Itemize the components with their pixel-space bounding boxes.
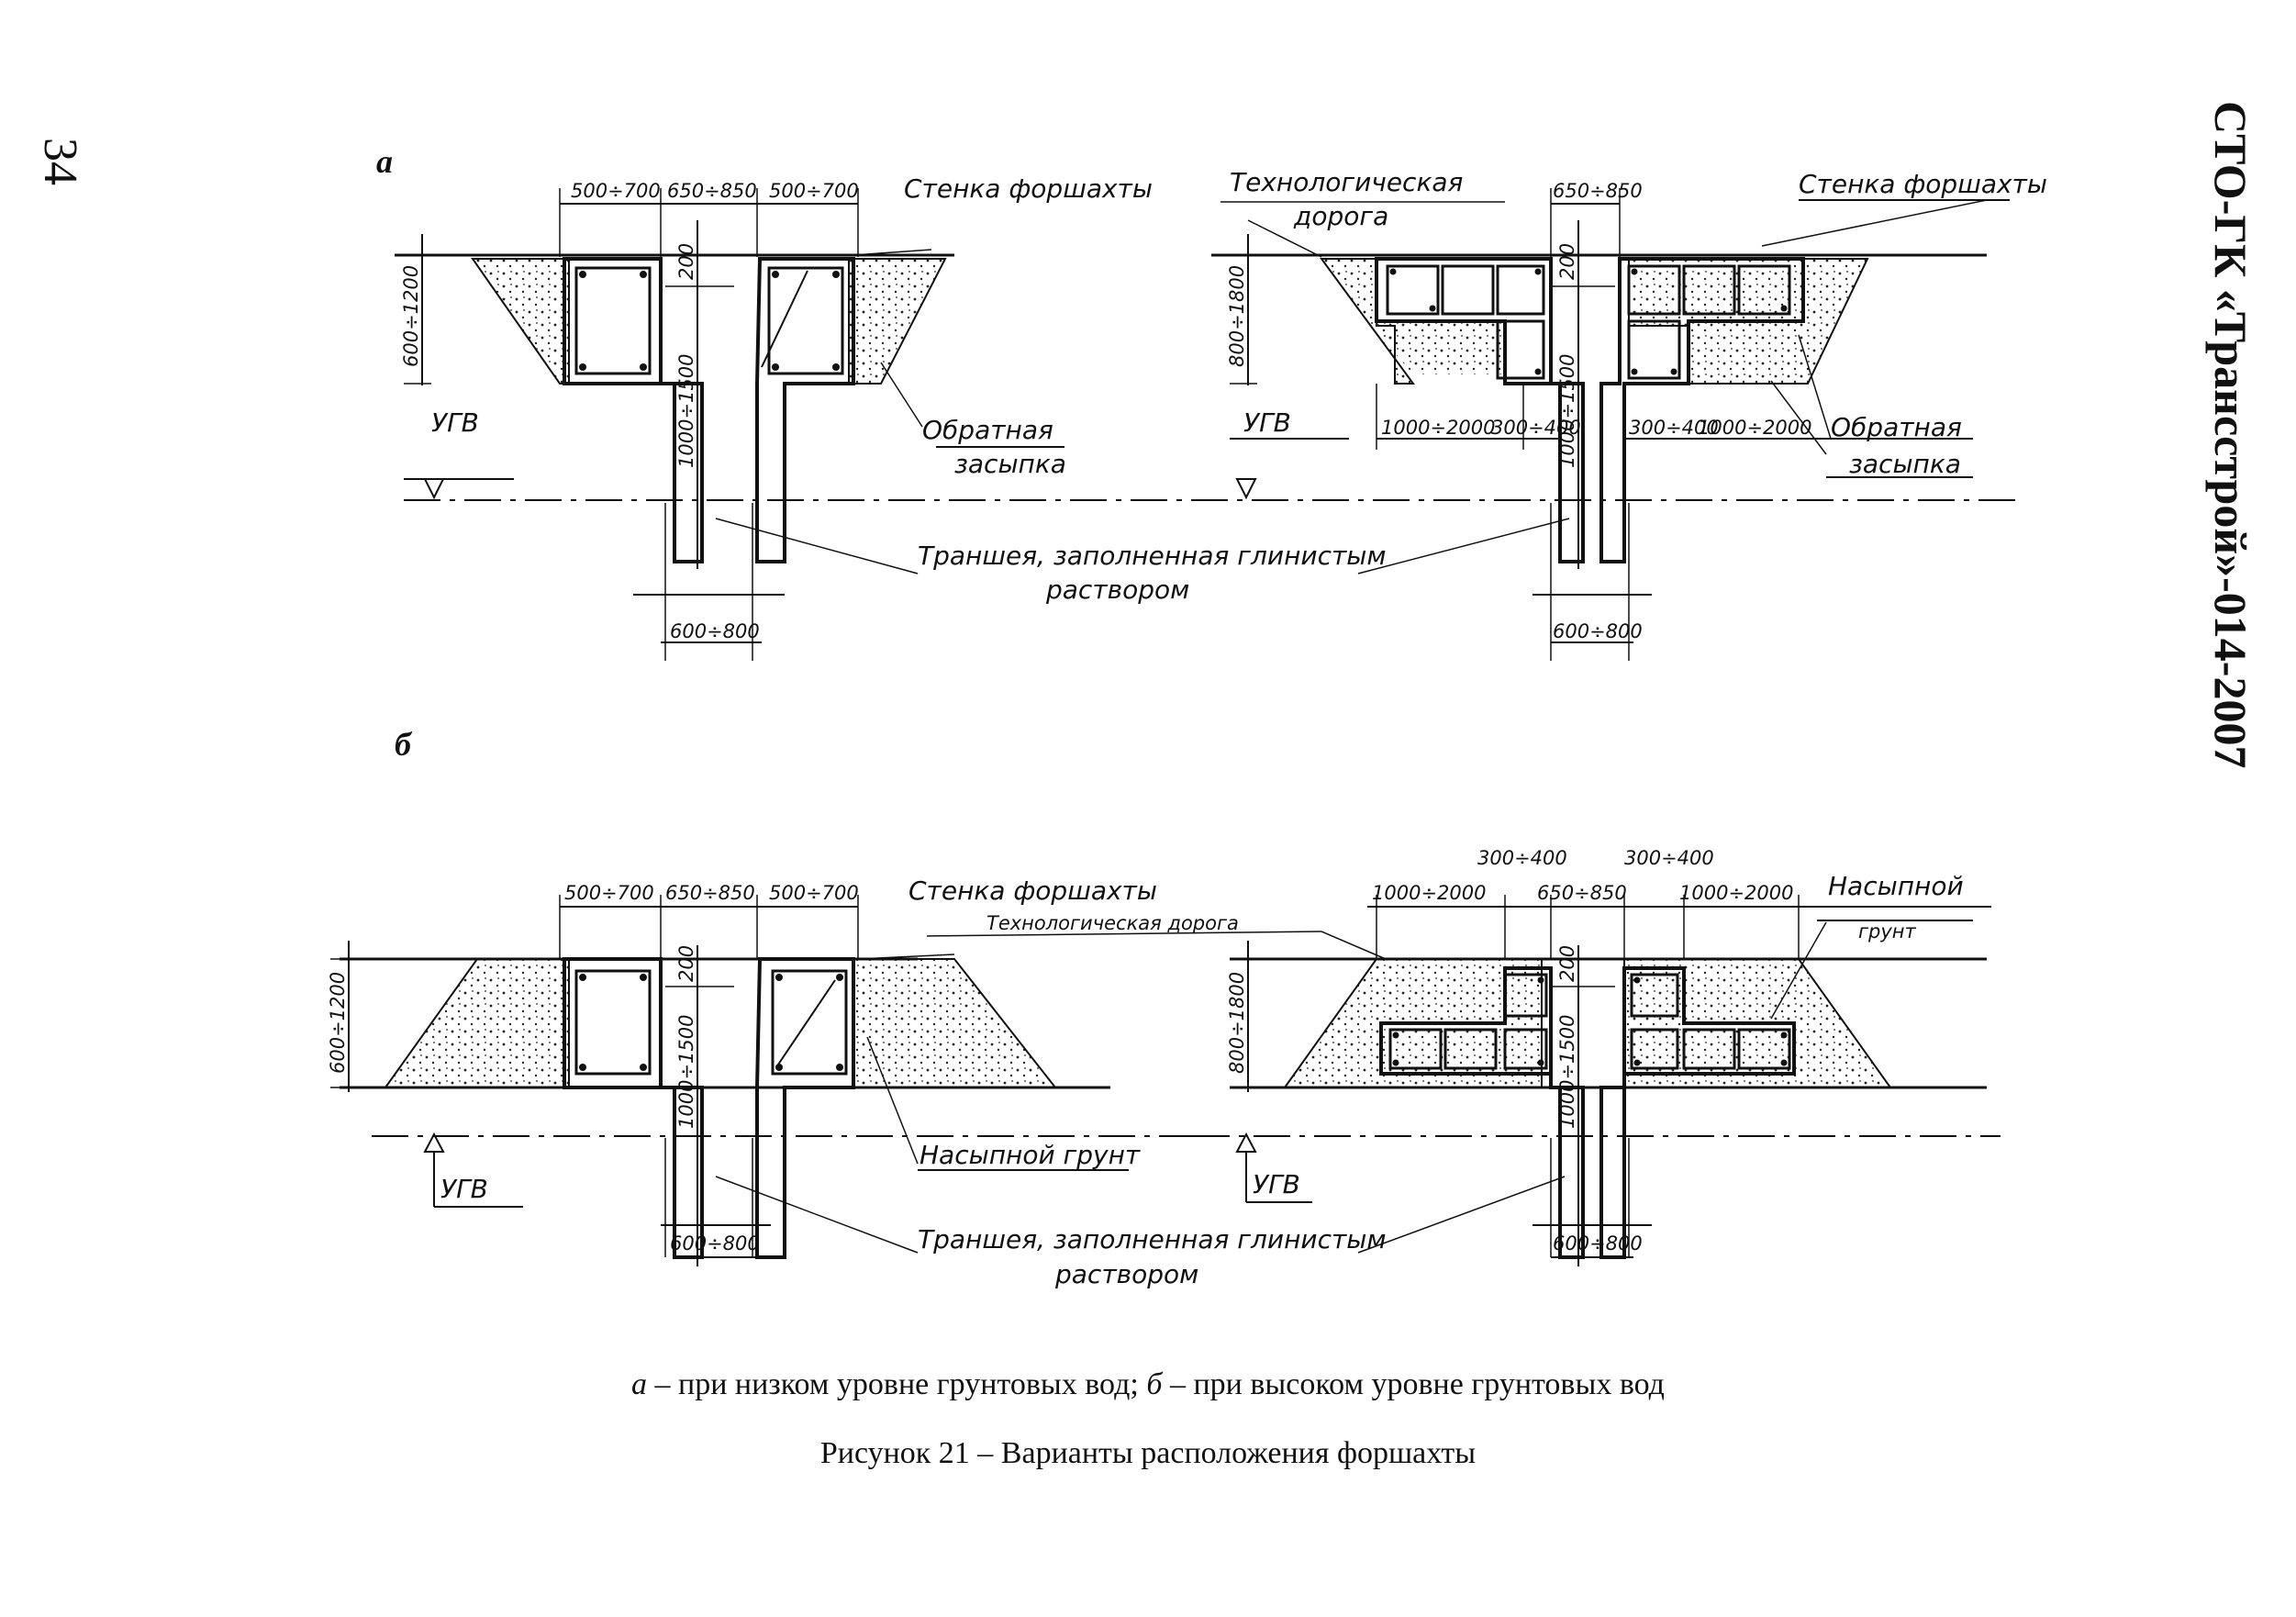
trench-b-label-1: Траншея, заполненная глинистым — [918, 1224, 1387, 1255]
dim-a-200-right: 200 — [1556, 243, 1578, 280]
dim-b-top-1: 500÷700 — [564, 882, 654, 904]
panel-b-label: б — [395, 726, 411, 763]
dim-a-top-3: 500÷700 — [769, 180, 859, 202]
dim-a-bottom-r3: 300÷400 — [1629, 417, 1719, 439]
dim-a-top-1: 500÷700 — [571, 180, 661, 202]
dim-b-200-left: 200 — [675, 945, 697, 982]
ugv-b-right: УГВ — [1253, 1169, 1300, 1199]
dim-a-bottom-r4: 1000÷2000 — [1698, 417, 1811, 439]
fill-label-b-right-1: Насыпной — [1828, 871, 1964, 901]
road-label-b: Технологическая дорога — [986, 912, 1239, 934]
trench-b-label-2: раствором — [1054, 1259, 1198, 1289]
wall-label-a-left: Стенка форшахты — [904, 173, 1153, 204]
dim-a-bottom-r2: 300÷400 — [1491, 417, 1581, 439]
dim-b-trench-left: 1000÷1500 — [675, 1015, 697, 1129]
dim-a-bottom-right: 600÷800 — [1553, 620, 1643, 642]
dim-b-top-r1: 1000÷2000 — [1372, 882, 1486, 904]
dim-b-200-right: 200 — [1556, 945, 1578, 982]
dim-a-top-right: 650÷850 — [1553, 180, 1643, 202]
panel-b-text: 500÷700 650÷850 500÷700 Стенка форшахты … — [327, 847, 1964, 1289]
caption-a-letter: а — [631, 1367, 648, 1401]
backfill-a-left-1: Обратная — [922, 415, 1053, 445]
panel-b-left-section — [330, 895, 1193, 1266]
dim-b-top-r2: 650÷850 — [1537, 882, 1627, 904]
legend-caption: а – при низком уровне грунтовых вод; б –… — [0, 1367, 2296, 1402]
panel-a-text: 500÷700 650÷850 500÷700 Стенка форшахты … — [400, 167, 2047, 642]
caption-b-text: – при высоком уровне грунтовых вод — [1162, 1367, 1665, 1401]
dim-a-bottom-left: 600÷800 — [670, 620, 760, 642]
dim-a-bottom-r1: 1000÷2000 — [1381, 417, 1495, 439]
figure-caption: Рисунок 21 – Варианты расположения форша… — [819, 1436, 1477, 1470]
dim-a-height-right: 800÷1800 — [1226, 265, 1248, 367]
dim-b-bottom-left: 600÷800 — [670, 1232, 760, 1255]
road-label-a: Технологическая — [1230, 167, 1463, 197]
dim-a-height-left: 600÷1200 — [400, 265, 422, 367]
dim-b-upper-2: 300÷400 — [1624, 847, 1714, 869]
ugv-a-right: УГВ — [1243, 407, 1291, 438]
dim-b-top-2: 650÷850 — [665, 882, 755, 904]
wall-label-b: Стенка форшахты — [908, 875, 1157, 906]
dim-a-200-left: 200 — [675, 243, 697, 280]
dim-b-upper-1: 300÷400 — [1477, 847, 1567, 869]
fill-label-b-right-2: грунт — [1858, 920, 1917, 942]
panel-a-label: а — [376, 143, 393, 180]
dim-b-top-r3: 1000÷2000 — [1679, 882, 1793, 904]
dim-b-bottom-right: 600÷800 — [1553, 1232, 1643, 1255]
backfill-a-right-2: засыпка — [1849, 449, 1961, 479]
ugv-a-left: УГВ — [431, 407, 479, 438]
ugv-b-left: УГВ — [440, 1174, 488, 1204]
backfill-a-left-2: засыпка — [954, 449, 1066, 479]
backfill-a-right-1: Обратная — [1831, 412, 1962, 442]
fill-label-b: Насыпной грунт — [920, 1140, 1141, 1170]
dim-a-trench-right: 1000÷1500 — [1556, 354, 1578, 468]
dim-a-top-2: 650÷850 — [667, 180, 757, 202]
panel-a-right-section — [715, 188, 2010, 661]
caption-a-text: – при низком уровне грунтовых вод; — [647, 1367, 1147, 1401]
trench-a-label-1: Траншея, заполненная глинистым — [918, 541, 1387, 571]
caption-b-letter: б — [1146, 1367, 1163, 1401]
panel-a-left-section — [395, 188, 2019, 661]
dim-b-height-left: 600÷1200 — [327, 972, 349, 1074]
wall-label-a-right: Стенка форшахты — [1799, 169, 2047, 199]
dim-a-trench-left: 1000÷1500 — [675, 354, 697, 468]
panel-b-right-section — [926, 895, 2001, 1266]
road-label-a-2: дорога — [1293, 201, 1388, 231]
dim-b-trench-right: 1000÷1500 — [1556, 1015, 1578, 1129]
dim-b-height-right: 800÷1800 — [1226, 972, 1248, 1074]
trench-a-label-2: раствором — [1045, 574, 1189, 605]
dim-b-top-3: 500÷700 — [769, 882, 859, 904]
